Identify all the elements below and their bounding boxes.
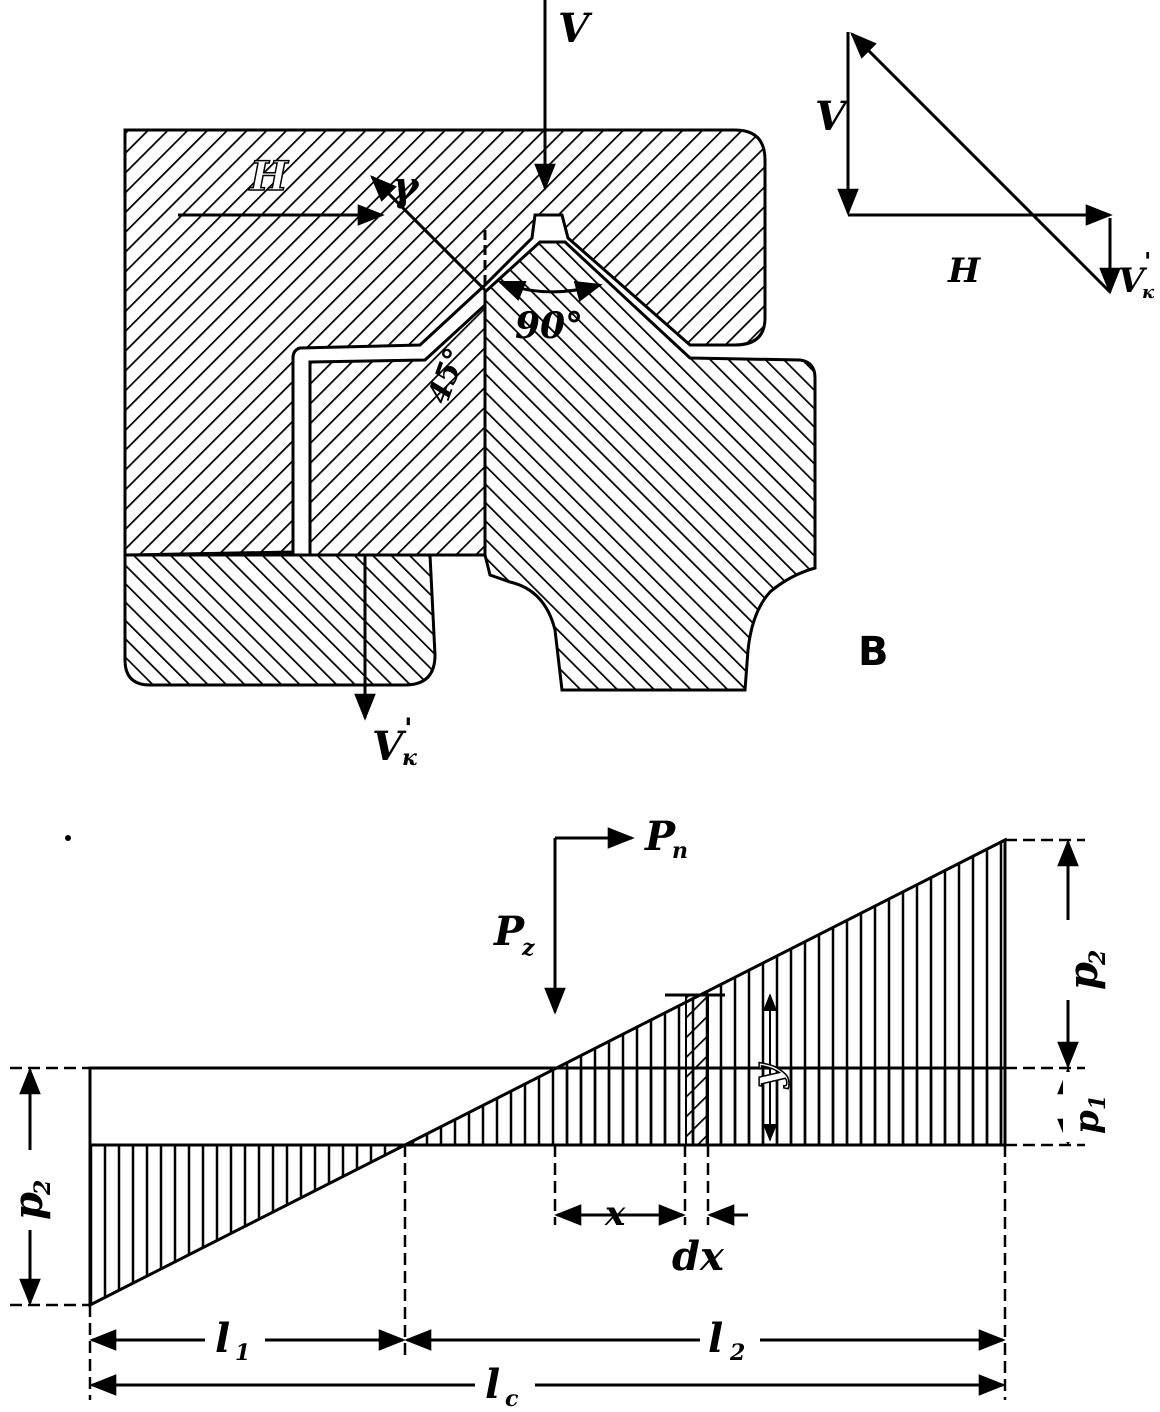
triangle-resultant-arrow xyxy=(850,32,1112,294)
svg-text:p: p xyxy=(5,1192,52,1220)
label-lc: l c xyxy=(475,1361,535,1412)
force-triangle: V H V ' к xyxy=(815,32,1155,303)
label-p2-left: p 2 xyxy=(5,1150,56,1230)
label-dx: dx xyxy=(672,1233,725,1280)
negative-pressure-triangle xyxy=(88,1143,406,1308)
uniform-pressure-rect xyxy=(88,1066,1007,1147)
label-p1: p 1 xyxy=(1063,1072,1111,1142)
svg-text:': ' xyxy=(404,712,413,745)
svg-text:2: 2 xyxy=(1085,950,1111,966)
label-x: x xyxy=(604,1194,626,1234)
svg-text:1: 1 xyxy=(235,1340,250,1366)
svg-text:p: p xyxy=(1060,962,1107,990)
dx-strip xyxy=(685,994,709,1146)
label-l2: l 2 xyxy=(700,1315,760,1366)
pressure-diagram: P n P z p 2 p 1 p 2 y x dx l 1 xyxy=(5,813,1111,1412)
label-pz: P z xyxy=(493,908,535,961)
label-gamma: γ xyxy=(392,163,420,210)
angle-90-arc xyxy=(497,280,603,302)
svg-text:c: c xyxy=(505,1386,519,1412)
gamma-line xyxy=(370,175,487,292)
label-h: H xyxy=(249,153,289,200)
svg-text:l: l xyxy=(485,1361,500,1408)
triangle-label-h: H xyxy=(947,251,982,291)
svg-text:l: l xyxy=(215,1315,230,1362)
svg-text:l: l xyxy=(708,1315,723,1362)
svg-text:2: 2 xyxy=(729,1340,745,1366)
joint-cross-section: V H γ 90° 45° V ' к B xyxy=(123,0,889,771)
svg-text:1: 1 xyxy=(1085,1095,1111,1110)
wedge-body xyxy=(483,240,817,692)
svg-text:V: V xyxy=(1118,261,1148,301)
svg-text:V: V xyxy=(372,723,407,770)
svg-text:z: z xyxy=(521,935,535,961)
svg-text:': ' xyxy=(1144,247,1151,276)
svg-text:к: к xyxy=(402,745,417,771)
label-y: y xyxy=(743,1062,790,1089)
base-block xyxy=(123,553,437,687)
svg-text:n: n xyxy=(672,838,688,864)
triangle-label-vk: V ' к xyxy=(1118,247,1155,303)
svg-text:P: P xyxy=(644,813,677,860)
speck xyxy=(65,835,71,841)
label-p2-right: p 2 xyxy=(1060,920,1111,1000)
triangle-label-v: V xyxy=(815,93,850,140)
upper-body xyxy=(123,128,767,557)
svg-text:P: P xyxy=(493,908,526,955)
label-v: V xyxy=(558,5,593,52)
svg-text:к: к xyxy=(1142,282,1155,303)
svg-text:2: 2 xyxy=(30,1180,56,1196)
svg-text:p: p xyxy=(1067,1110,1107,1134)
panel-label: B xyxy=(858,629,889,675)
positive-pressure-base xyxy=(555,1068,1005,1145)
label-pn: P n xyxy=(644,813,688,864)
label-l1: l 1 xyxy=(205,1315,265,1366)
label-vk: V ' к xyxy=(372,712,417,771)
label-angle-90: 90° xyxy=(515,305,583,347)
